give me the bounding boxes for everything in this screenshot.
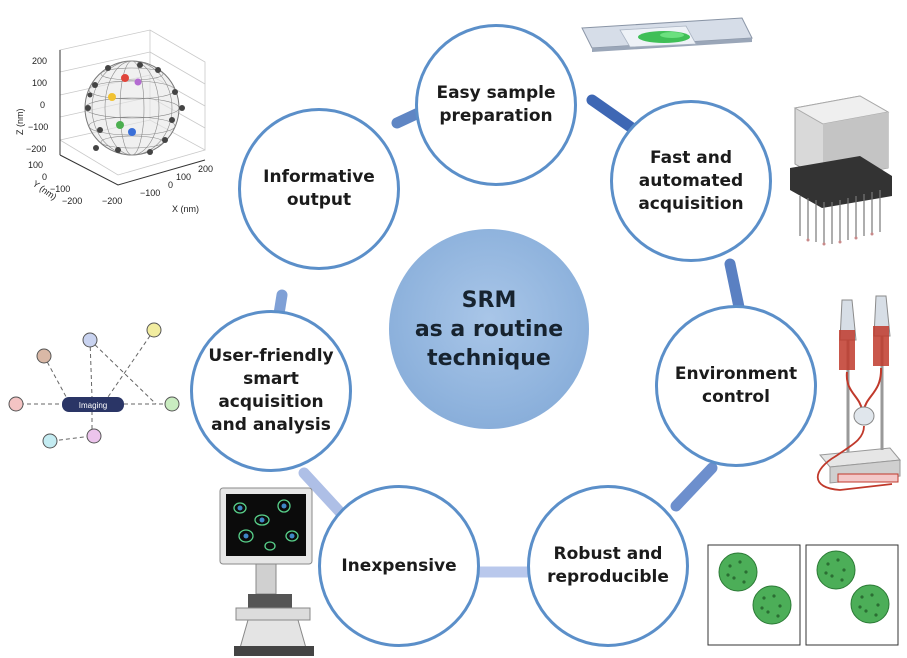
node-label: Informative output <box>263 167 375 210</box>
node-label: Environment control <box>674 364 798 407</box>
x-tick: 0 <box>168 180 173 190</box>
center-title: SRM as a routine technique <box>414 287 564 371</box>
node-robust-reproducible: Robust and reproducible <box>527 485 689 647</box>
center-hub: SRM as a routine technique <box>389 229 589 429</box>
network-illustration: Imaging <box>8 322 180 449</box>
y-tick: −100 <box>50 184 70 194</box>
z-tick: 200 <box>32 56 47 66</box>
node-easy-sample-preparation: Easy sample preparation <box>415 24 577 186</box>
node-environment-control: Environment control <box>655 305 817 467</box>
node-inexpensive: Inexpensive <box>318 485 480 647</box>
node-label: Inexpensive <box>341 555 457 576</box>
node-label: Fast and automated acquisition <box>638 147 744 214</box>
node-label: Robust and reproducible <box>547 544 669 587</box>
node-user-friendly-smart-acquisition: User-friendly smart acquisition and anal… <box>190 310 352 472</box>
x-tick: −100 <box>140 188 160 198</box>
node-label: User-friendly smart acquisition and anal… <box>208 346 334 435</box>
z-tick: −100 <box>28 122 48 132</box>
z-tick: 0 <box>40 100 45 110</box>
environment-control-illustration <box>817 295 901 491</box>
sample-slide-illustration <box>581 17 753 52</box>
z-tick: 100 <box>32 78 47 88</box>
microscope-illustration <box>219 487 314 656</box>
robust-reproducible-illustration <box>707 544 899 646</box>
x-tick: 200 <box>198 164 213 174</box>
z-axis-label: Z (nm) <box>15 109 25 136</box>
x-tick: −200 <box>102 196 122 206</box>
z-tick: −200 <box>26 144 46 154</box>
node-label: Easy sample preparation <box>436 83 556 126</box>
imaging-hub-label: Imaging <box>79 401 107 410</box>
automated-acquisition-illustration <box>790 95 892 246</box>
node-fast-automated-acquisition: Fast and automated acquisition <box>610 100 772 262</box>
x-tick: 100 <box>176 172 191 182</box>
node-informative-output: Informative output <box>238 108 400 270</box>
x-axis-label: X (nm) <box>172 204 199 214</box>
y-tick: −200 <box>62 196 82 206</box>
y-tick: 0 <box>42 172 47 182</box>
y-tick: 100 <box>28 160 43 170</box>
sphere-plot: 200 100 0 −100 −200 100 0 −100 −200 −200… <box>15 29 213 214</box>
